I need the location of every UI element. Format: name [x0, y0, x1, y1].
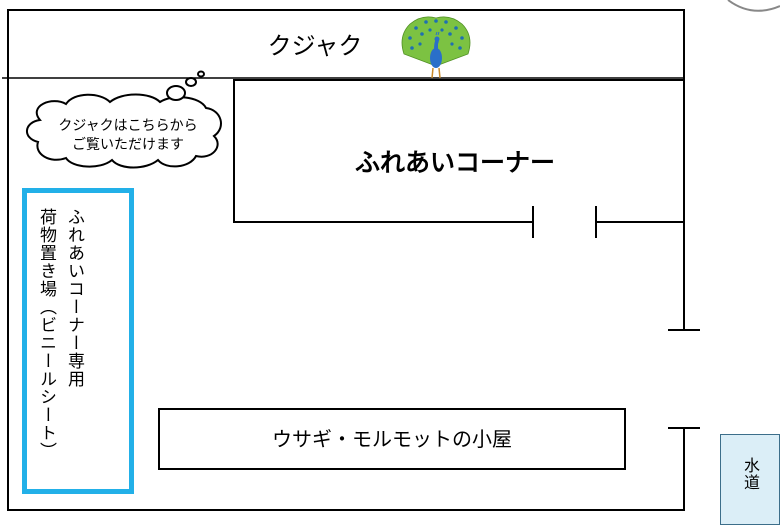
peacock-icon — [396, 14, 476, 80]
peacock-area-title: クジャク — [267, 32, 363, 60]
outer-wall — [7, 9, 685, 511]
fureai-corner-title: ふれあいコーナー — [354, 148, 555, 177]
peacock-viewing-note: クジャクはこちらから ご覧いただけます — [28, 117, 228, 155]
storage-label-line-2: 荷物置き場（ビニールシート） — [36, 208, 56, 460]
water-tap-label: 水道 — [741, 457, 760, 491]
bubble-line-2: ご覧いただけます — [72, 137, 184, 153]
storage-label-line-1: ふれあいコーナー専用 — [64, 208, 84, 388]
rabbit-hutch: ウサギ・モルモットの小屋 — [158, 408, 626, 470]
bubble-line-1: クジャクはこちらから — [58, 118, 198, 134]
path-arc — [727, 0, 780, 12]
water-tap: 水道 — [720, 434, 780, 525]
entrance-opening — [683, 331, 687, 427]
luggage-storage-area — [22, 188, 134, 494]
rabbit-hutch-label: ウサギ・モルモットの小屋 — [272, 427, 512, 451]
thought-bubble — [26, 70, 222, 169]
fureai-corner-wall — [233, 79, 684, 223]
